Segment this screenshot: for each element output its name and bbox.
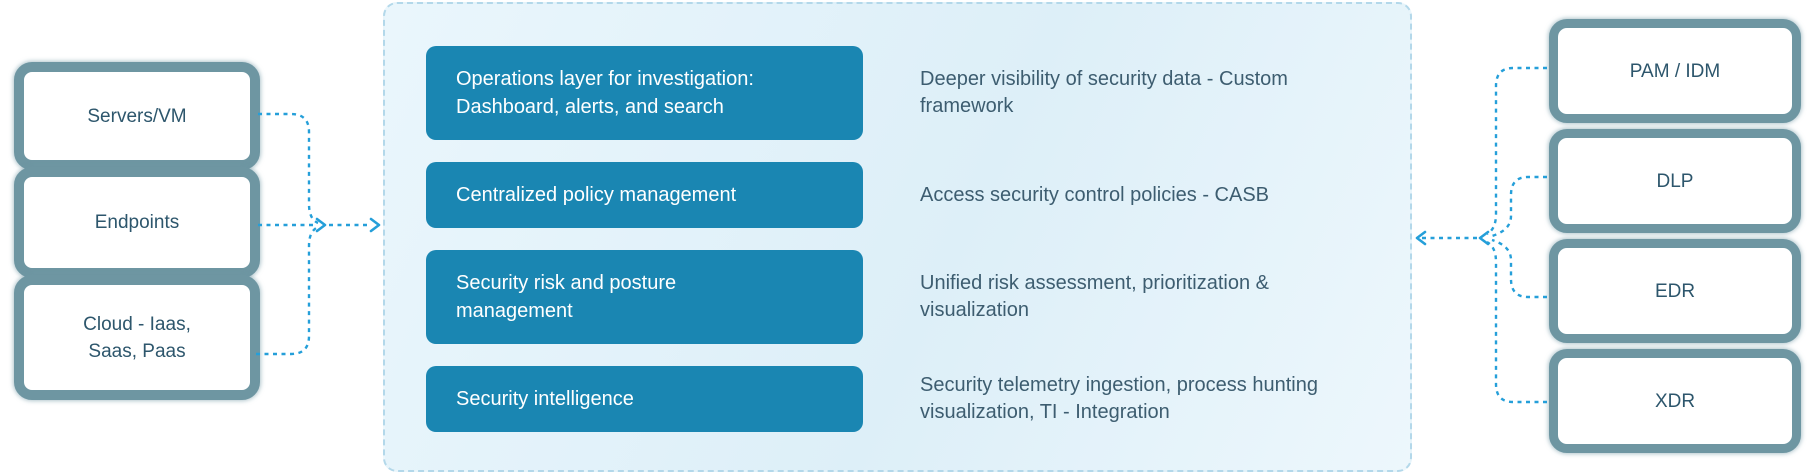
arrowhead-into-panel-right <box>1415 230 1427 246</box>
layer-button-operations: Operations layer for investigation: Dash… <box>426 46 863 140</box>
integrations-column: PAM / IDM DLP EDR XDR <box>1549 19 1801 459</box>
arrowhead-merge-left <box>315 217 327 233</box>
integration-label: PAM / IDM <box>1629 60 1721 82</box>
platform-rows: Operations layer for investigation: Dash… <box>426 46 1410 432</box>
layer-button-risk-posture: Security risk and posture management <box>426 250 863 344</box>
arrowhead-merge-right <box>1478 230 1490 246</box>
source-box-servers-vm: Servers/VM <box>14 62 260 170</box>
platform-panel: Operations layer for investigation: Dash… <box>383 2 1412 472</box>
source-label: Cloud - Iaas, Saas, Paas <box>83 313 191 362</box>
integration-label: DLP <box>1656 170 1694 192</box>
integration-label: XDR <box>1654 390 1696 412</box>
source-systems-column: Servers/VM Endpoints Cloud - Iaas, Saas,… <box>14 62 260 400</box>
source-label: Endpoints <box>94 212 180 233</box>
integration-box-pam-idm: PAM / IDM <box>1549 19 1801 123</box>
flow-connector-right <box>1415 66 1547 404</box>
layer-button-policy-management: Centralized policy management <box>426 162 863 228</box>
layer-description-security-intelligence: Security telemetry ingestion, process hu… <box>920 374 1318 423</box>
integration-box-xdr: XDR <box>1549 349 1801 453</box>
layer-description-policy-management: Access security control policies - CASB <box>920 183 1270 206</box>
layer-button-security-intelligence: Security intelligence <box>426 366 863 432</box>
source-box-cloud: Cloud - Iaas, Saas, Paas <box>14 275 260 400</box>
integration-box-dlp: DLP <box>1549 129 1801 233</box>
layer-description-risk-posture: Unified risk assessment, prioritization … <box>920 272 1270 321</box>
layer-description-operations: Deeper visibility of security data - Cus… <box>920 68 1288 117</box>
source-label: Servers/VM <box>87 105 187 127</box>
flow-connector-left <box>256 112 381 356</box>
integration-label: EDR <box>1654 280 1696 302</box>
integration-box-edr: EDR <box>1549 239 1801 343</box>
arrowhead-into-panel <box>369 217 381 233</box>
source-box-endpoints: Endpoints <box>14 167 260 278</box>
